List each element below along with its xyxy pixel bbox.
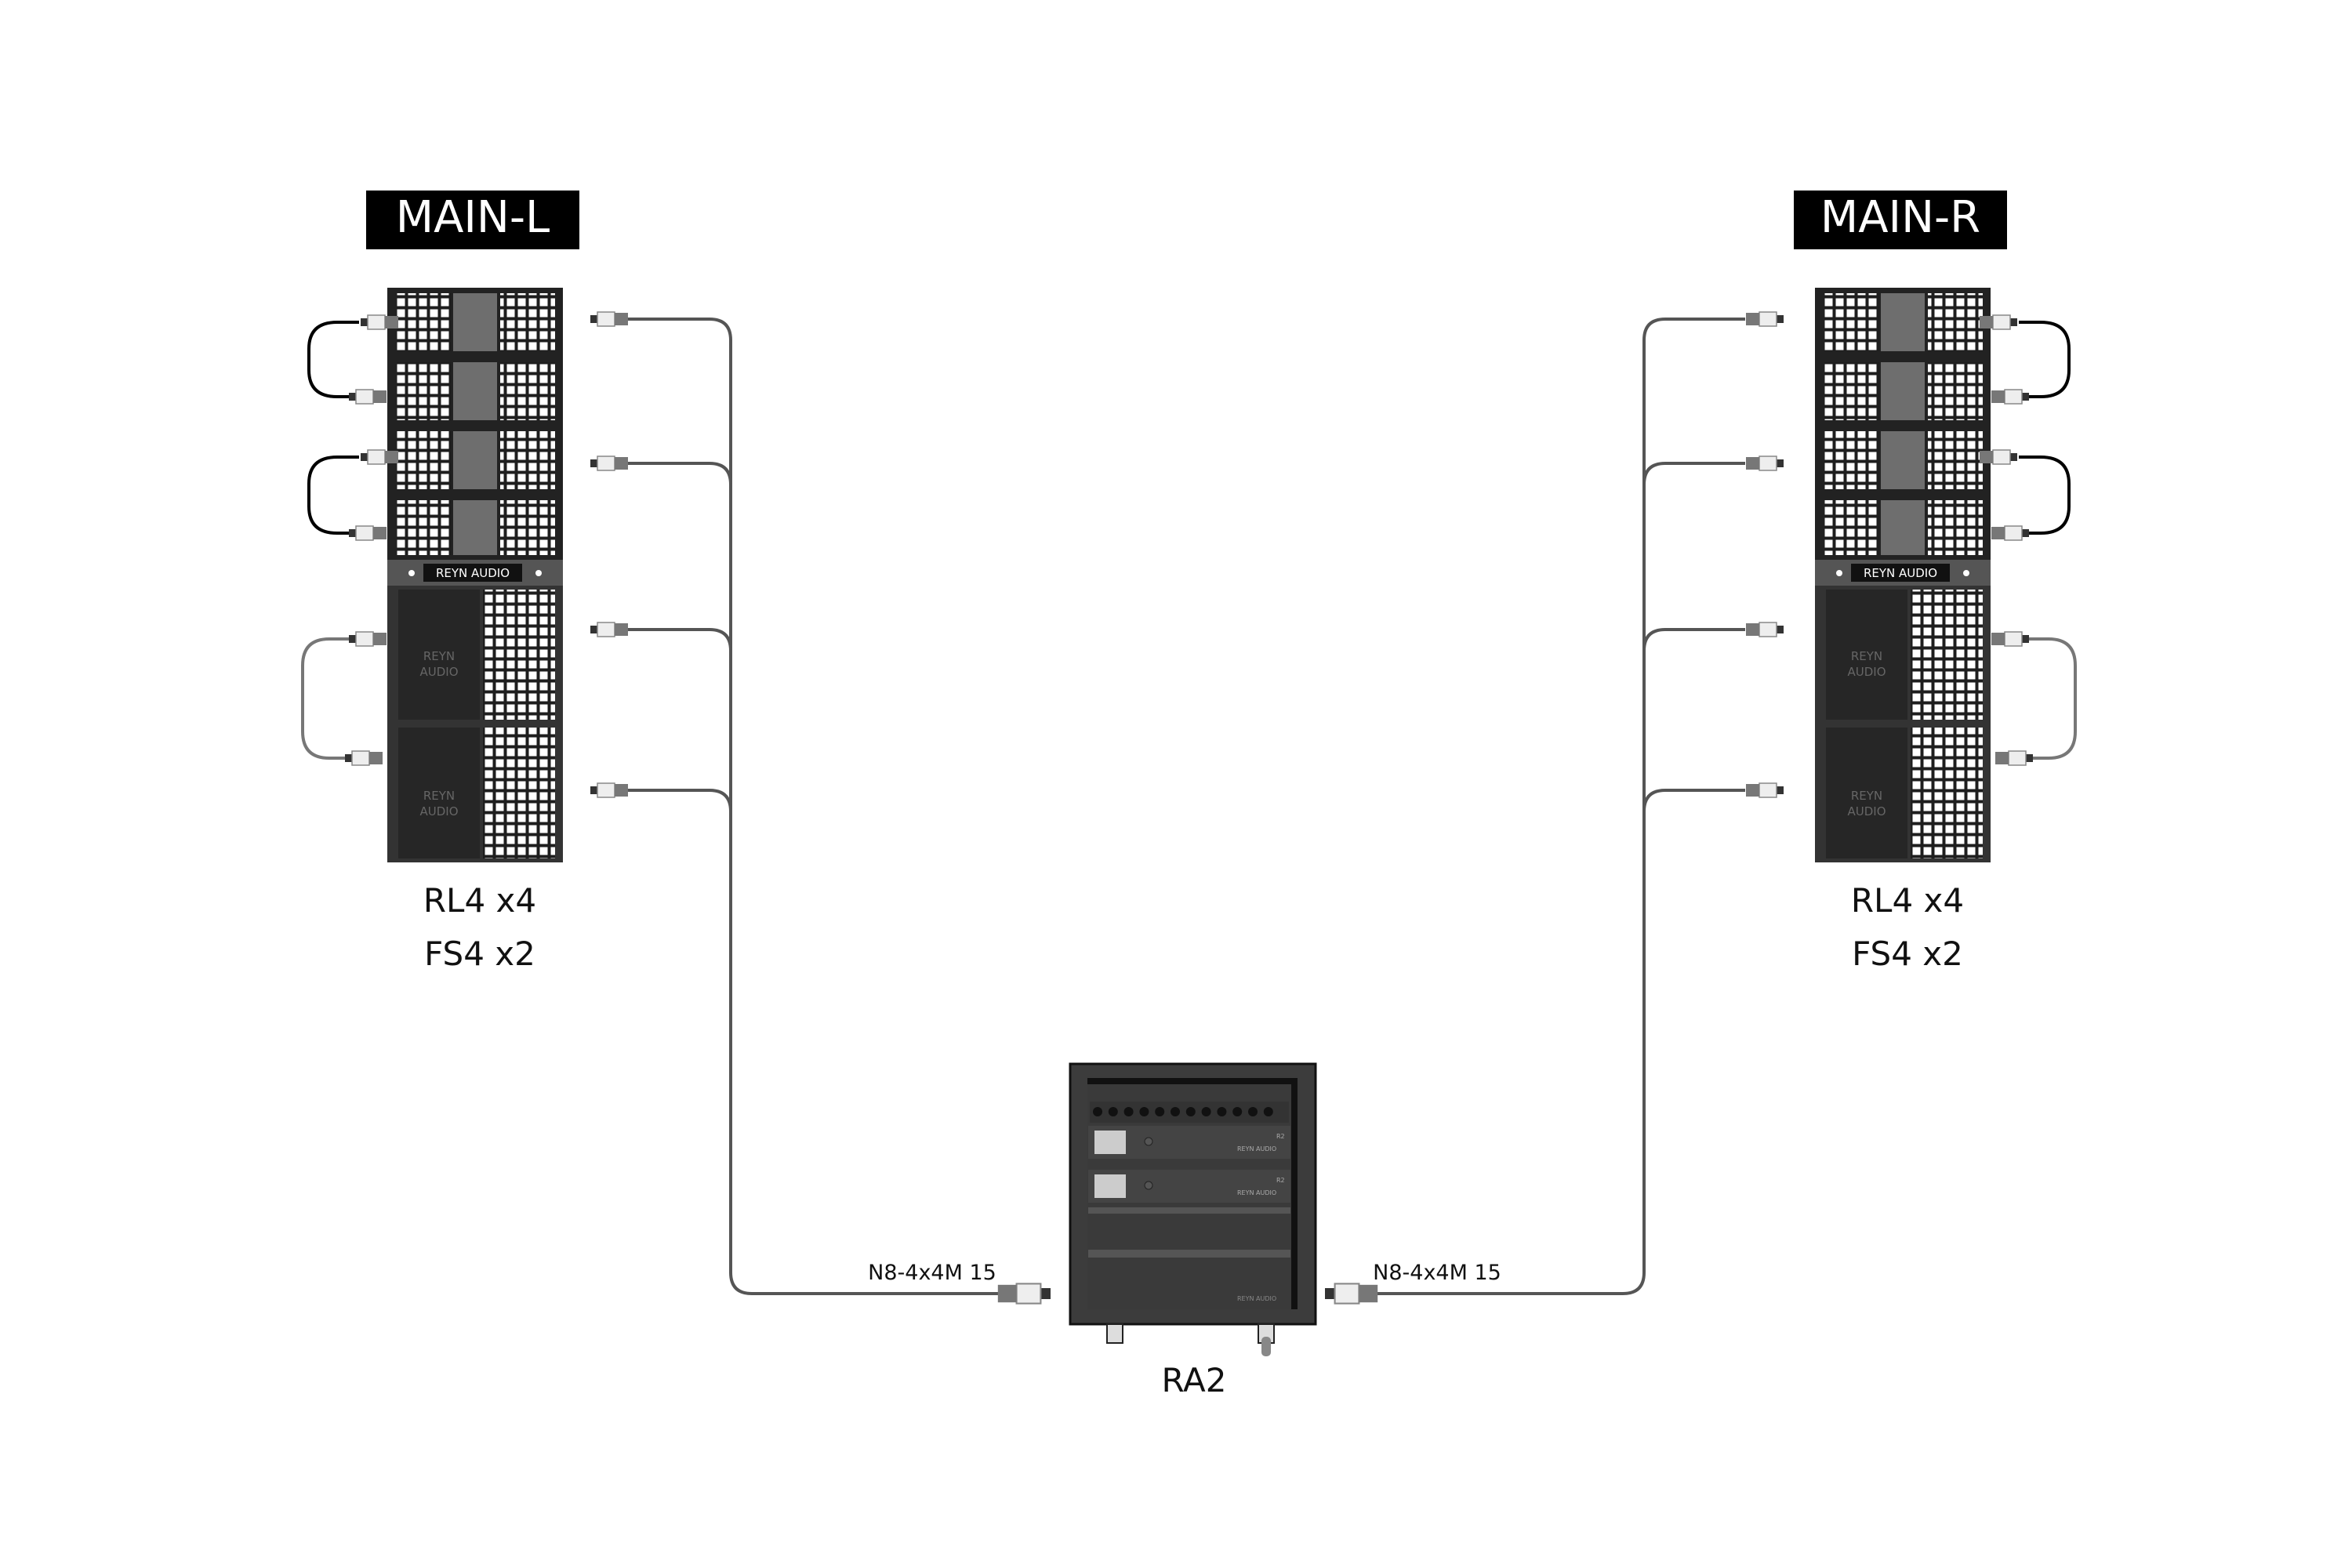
connector-icon [1994,750,2034,766]
fs4-subwoofer: REYN AUDIO [387,586,563,724]
array-title: MAIN-L [396,192,550,243]
sub-logo-text: REYN [1851,649,1882,663]
connector-icon [360,449,399,465]
rl4-cabinet [1815,357,1991,426]
xlr-socket-icon [1201,1107,1211,1116]
link-cables [1979,314,2077,766]
xlr-socket-icon [1248,1107,1258,1116]
rl4-cabinets [1815,288,1991,560]
connector-icon [348,525,387,541]
connector-icon [344,750,383,766]
xlr-socket-icon [1185,1107,1196,1116]
xlr-socket-icon [1123,1107,1134,1116]
array-model-line2: FS4 x2 [424,935,535,973]
connector-icon [1991,631,2030,647]
rl4-cabinet [1815,426,1991,495]
connector-icon [1991,389,2030,405]
fs4-subwoofer: REYN AUDIO [1815,724,1991,862]
connector-icon [348,631,387,647]
link-cables [301,314,399,766]
connector-icon [360,314,399,330]
cable-label: N8-4x4M 15 [868,1261,996,1285]
rl4-cabinet [1815,495,1991,560]
rl4-cabinet [387,357,563,426]
sub-logo-text: REYN [1851,789,1882,803]
sub-logo-text: REYN [423,789,455,803]
connector-icon [590,456,629,471]
amp-model: R2 [1276,1133,1285,1140]
rl4-cabinet [387,288,563,357]
rl4-cabinet [387,426,563,495]
amplifier-r2: R2 REYN AUDIO [1088,1170,1290,1203]
patch-panel [1090,1102,1289,1123]
amplifier-r2: R2 REYN AUDIO [1088,1126,1290,1159]
rl4-cabinets [387,288,563,560]
cable-left: N8-4x4M 15 [590,311,1052,1305]
xlr-socket-icon [1093,1107,1102,1116]
connector-icon [590,782,629,798]
array-model-line1: RL4 x4 [1851,881,1964,920]
brand-logo-text: REYN AUDIO [1864,566,1937,580]
xlr-socket-icon [1232,1107,1243,1116]
rack-caster-wheel [1261,1337,1271,1356]
array-title-box [366,191,579,249]
xlr-socket-icon [1263,1107,1273,1116]
fs4-subwoofer: REYN AUDIO [1815,586,1991,724]
connector-icon [1979,314,2018,330]
nl8-connector-icon [996,1283,1052,1305]
xlr-socket-icon [1217,1107,1227,1116]
rl4-cabinet [1815,288,1991,357]
array-model-line2: FS4 x2 [1852,935,1963,973]
sub-logo-text: AUDIO [419,665,458,679]
xlr-socket-icon [1155,1107,1165,1116]
speaker-array-left: MAIN-L [301,191,579,973]
amp-model: R2 [1276,1177,1285,1184]
connector-icon [590,622,629,637]
connector-icon [1745,456,1784,471]
xlr-socket-icon [1108,1107,1118,1116]
connector-icon [1991,525,2030,541]
array-title-box [1794,191,2007,249]
cable-right: N8-4x4M 15 [1323,311,1784,1305]
sub-logo-text: REYN [423,649,455,663]
connector-icon [1979,449,2018,465]
speaker-array-right-content: MAIN-R [1794,191,2077,973]
connector-icon [590,311,629,327]
connector-icon [1745,782,1784,798]
speaker-array-right: MAIN-R [1794,191,2077,973]
connector-icon [348,389,387,405]
sub-logo-text: AUDIO [1847,804,1886,818]
rl4-cabinet [387,495,563,560]
array-title: MAIN-R [1820,192,1980,243]
amp-brand: REYN AUDIO [1237,1145,1276,1152]
rack-foot [1106,1323,1123,1344]
sub-logo-text: AUDIO [1847,665,1886,679]
xlr-socket-icon [1139,1107,1149,1116]
xlr-socket-icon [1171,1107,1180,1116]
nl8-connector-icon [1323,1283,1379,1305]
rack-brand: REYN AUDIO [1237,1295,1276,1302]
connector-icon [1745,311,1784,327]
logo-bar: REYN AUDIO [1815,560,1991,586]
amplifier-rack: R2 REYN AUDIO R2 REYN AUDIO REYN AUDIO [1069,1062,1317,1356]
rack-label: RA2 [1162,1361,1227,1399]
brand-logo-text: REYN AUDIO [436,566,510,580]
amp-brand: REYN AUDIO [1237,1189,1276,1196]
cable-label: N8-4x4M 15 [1373,1261,1501,1285]
fs4-subwoofer: REYN AUDIO [387,724,563,862]
sub-logo-text: AUDIO [419,804,458,818]
array-model-line1: RL4 x4 [423,881,536,920]
connector-icon [1745,622,1784,637]
logo-bar: REYN AUDIO [387,560,563,586]
